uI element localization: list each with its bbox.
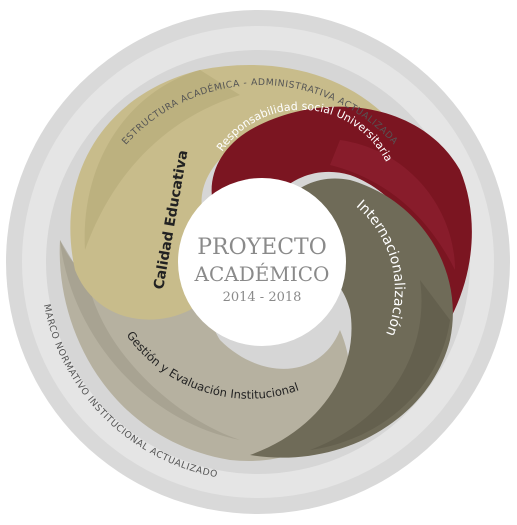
center-years: 2014 - 2018 (223, 290, 302, 305)
segment-responsabilidad-shade (330, 140, 455, 270)
center-title-line1: PROYECTO (197, 235, 327, 260)
center-title-line2: ACADÉMICO (194, 262, 330, 286)
center-circle (178, 178, 346, 346)
segment-internacionalizacion-shade (310, 280, 450, 450)
segment-calidad-shade (84, 70, 240, 250)
